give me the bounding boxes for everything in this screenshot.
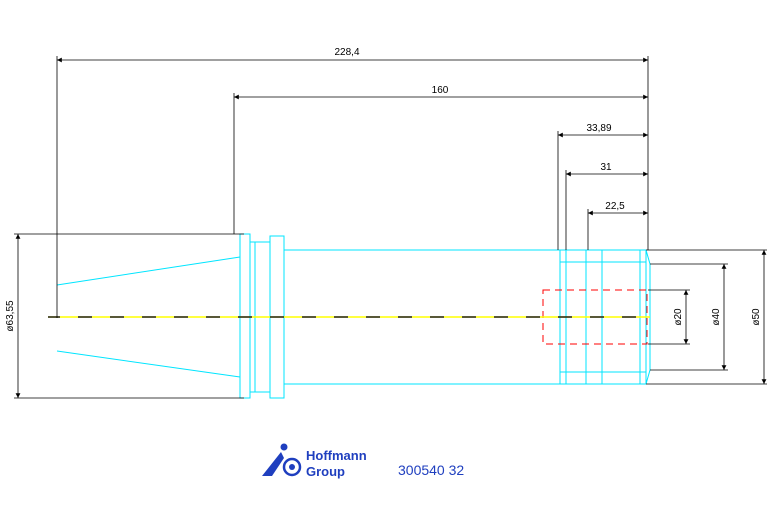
dim-length-160: 160 (432, 85, 449, 96)
dim-dia-50: ø50 (751, 308, 762, 326)
dimension-lines (14, 56, 767, 399)
dim-dia-40: ø40 (711, 308, 722, 326)
logo-line2: Group (306, 464, 345, 479)
tool-holder-outline (56, 233, 651, 399)
dim-length-33-89: 33,89 (586, 123, 611, 134)
dim-dia-flange: ø63,55 (5, 300, 16, 332)
dim-length-22-5: 22,5 (605, 201, 625, 212)
dim-dia-20: ø20 (673, 308, 684, 326)
dim-length-31: 31 (600, 162, 612, 173)
logo-mark-icon (262, 443, 302, 477)
hoffmann-logo: Hoffmann Group (262, 443, 367, 479)
logo-line1: Hoffmann (306, 448, 367, 463)
part-number: 300540 32 (398, 462, 464, 478)
dim-overall-length: 228,4 (334, 47, 359, 58)
